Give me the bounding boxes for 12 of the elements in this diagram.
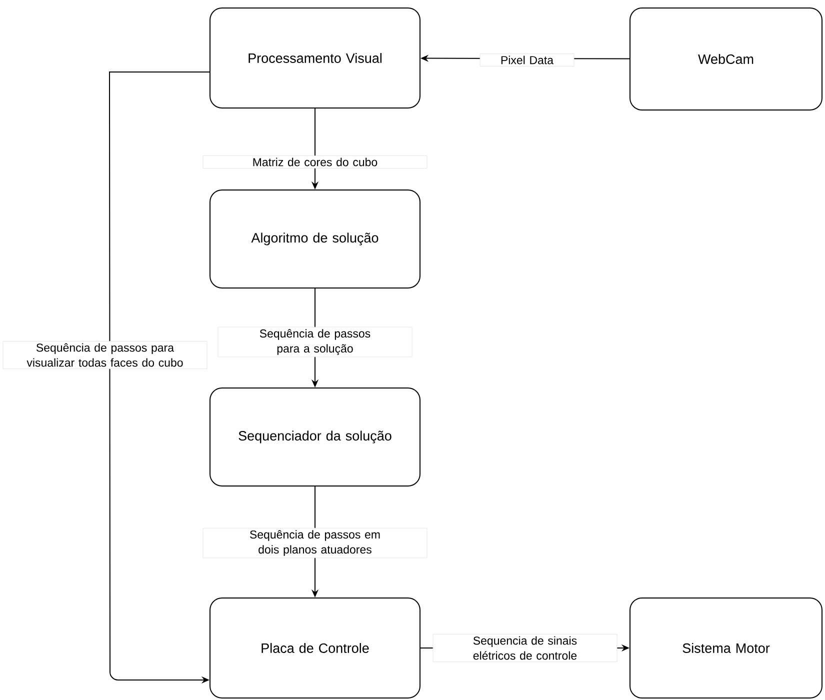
- process-box: Sequenciador da solução: [210, 388, 420, 486]
- process-box: Algoritmo de solução: [210, 190, 420, 288]
- process-box: Sistema Motor: [630, 598, 822, 698]
- process-box: Placa de Controle: [210, 598, 420, 698]
- edge-label: Matriz de cores do cubo: [202, 156, 428, 168]
- process-box: WebCam: [630, 8, 822, 110]
- edge-label: Sequencia de sinais elétricos de controle: [432, 634, 618, 662]
- process-box: Processamento Visual: [210, 8, 420, 108]
- edge-label: Sequência de passos para a solução: [218, 326, 412, 358]
- edge-label: Pixel Data: [480, 54, 574, 66]
- edge-label: Sequência de passos para visualizar todas faces do cubo: [2, 341, 208, 369]
- edge-label: Sequência de passos em dois planos atuadores: [202, 528, 428, 558]
